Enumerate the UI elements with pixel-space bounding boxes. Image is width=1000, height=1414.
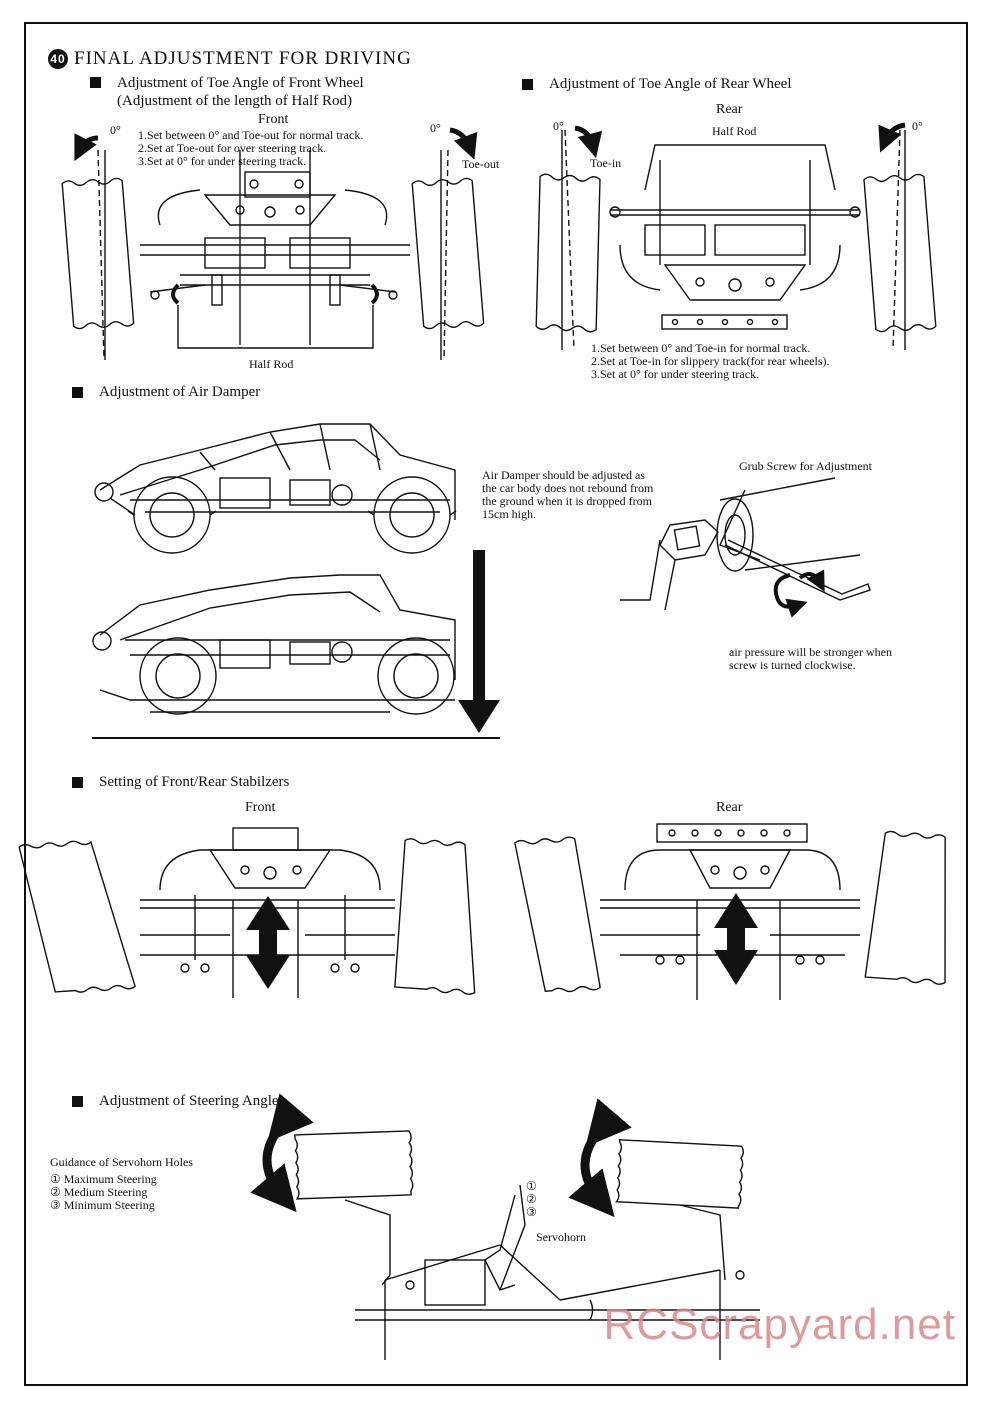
grub-screw-label: Grub Screw for Adjustment [739, 459, 872, 473]
servohorn-hole-3: ③ Minimum Steering [50, 1199, 193, 1212]
steering-heading-text: Adjustment of Steering Angle [99, 1093, 279, 1109]
toe-in-label: Toe-in [590, 156, 622, 170]
rear-toe-rear-label: Rear [716, 102, 743, 117]
rear-left-degree: 0° [553, 119, 564, 133]
servohorn-label: Servohorn [536, 1230, 586, 1244]
front-toe-subheading: (Adjustment of the length of Half Rod) [117, 93, 352, 109]
front-right-wheel [411, 177, 485, 330]
grub-screw-detail [620, 477, 871, 618]
stabilizer-rear-label: Rear [716, 800, 743, 815]
air-pressure-note: air pressure will be stronger when screw… [729, 646, 892, 672]
stabilizer-front-label: Front [245, 800, 276, 815]
front-toe-diagram [61, 127, 485, 361]
rear-toe-heading: Adjustment of Toe Angle of Rear Wheel [522, 76, 792, 93]
steering-diagram [250, 1093, 760, 1360]
air-damper-car-top [94, 423, 457, 554]
front-toe-front-label: Front [258, 112, 289, 127]
rear-toe-note-3: 3.Set at 0° for under steering track. [591, 367, 760, 381]
servohorn-guidance-title: Guidance of Servohorn Holes [50, 1155, 193, 1169]
air-pressure-line-2: screw is turned clockwise. [729, 658, 856, 672]
rear-left-wheel [535, 173, 601, 333]
section-bullet [72, 387, 83, 398]
servohorn-hole-1: ① Maximum Steering [50, 1173, 193, 1186]
hole-3-num: ③ [50, 1198, 61, 1212]
hole-mark-1: ① [526, 1179, 537, 1193]
air-damper-line-3: the ground when it is dropped from [482, 494, 652, 508]
step-number-badge: 40 [48, 49, 68, 69]
air-damper-description: Air Damper should be adjusted as the car… [482, 469, 653, 521]
air-damper-heading-text: Adjustment of Air Damper [99, 384, 261, 400]
rear-right-wheel [863, 173, 937, 333]
servohorn-guidance: Guidance of Servohorn Holes ① Maximum St… [50, 1156, 193, 1212]
air-damper-car-bottom [92, 574, 500, 739]
hole-3-label: Minimum Steering [63, 1198, 155, 1212]
air-damper-line-1: Air Damper should be adjusted as [482, 468, 645, 482]
rear-toe-notes: 1.Set between 0° and Toe-in for normal t… [591, 342, 830, 381]
stabilizer-front-arrow [246, 896, 290, 989]
front-right-degree: 0° [430, 121, 441, 135]
air-pressure-line-1: air pressure will be stronger when [729, 645, 892, 659]
hole-2-label: Medium Steering [63, 1185, 148, 1199]
hole-2-num: ② [50, 1185, 61, 1199]
steering-heading: Adjustment of Steering Angle [72, 1093, 279, 1110]
page-border [24, 22, 968, 1386]
rear-toe-diagram [535, 122, 937, 351]
front-left-wheel [61, 177, 135, 330]
rear-right-degree: 0° [912, 119, 923, 133]
hole-1-num: ① [50, 1172, 61, 1186]
rear-toe-note-1: 1.Set between 0° and Toe-in for normal t… [591, 341, 811, 355]
section-bullet [72, 1096, 83, 1107]
front-toe-heading-text: Adjustment of Toe Angle of Front Wheel [117, 75, 364, 91]
page-title: 40 FINAL ADJUSTMENT FOR DRIVING [48, 48, 412, 70]
servohorn-hole-marks: ① ② ③ [526, 1180, 537, 1219]
front-toe-heading: Adjustment of Toe Angle of Front Wheel (… [90, 74, 364, 110]
air-damper-line-4: 15cm high. [482, 507, 536, 521]
stabilizer-rear-arrow [714, 893, 758, 985]
air-damper-heading: Adjustment of Air Damper [72, 384, 260, 401]
hole-mark-3: ③ [526, 1205, 537, 1219]
section-bullet [90, 77, 101, 88]
drop-arrow [458, 550, 500, 733]
stabilizers-heading-text: Setting of Front/Rear Stabilzers [99, 774, 290, 790]
section-bullet [522, 79, 533, 90]
section-bullet [72, 777, 83, 788]
servohorn-hole-2: ② Medium Steering [50, 1186, 193, 1199]
stabilizer-front-diagram [18, 827, 476, 998]
stabilizers-heading: Setting of Front/Rear Stabilzers [72, 774, 289, 791]
rear-toe-heading-text: Adjustment of Toe Angle of Rear Wheel [549, 76, 792, 92]
front-toe-notes: 1.Set between 0° and Toe-out for normal … [138, 129, 363, 168]
hole-1-label: Maximum Steering [63, 1172, 157, 1186]
toe-out-label: Toe-out [462, 157, 500, 171]
front-left-degree: 0° [110, 123, 121, 137]
front-half-rod-label: Half Rod [249, 357, 294, 371]
watermark: RCScrapyard.net [603, 1300, 956, 1349]
page-title-text: FINAL ADJUSTMENT FOR DRIVING [74, 48, 412, 69]
rear-toe-note-2: 2.Set at Toe-in for slippery track(for r… [591, 354, 830, 368]
front-toe-note-2: 2.Set at Toe-out for over steering track… [138, 141, 327, 155]
air-damper-line-2: the car body does not rebound from [482, 481, 654, 495]
front-toe-note-3: 3.Set at 0° for under steering track. [138, 154, 307, 168]
rear-half-rod-label: Half Rod [712, 124, 757, 138]
front-toe-note-1: 1.Set between 0° and Toe-out for normal … [138, 128, 364, 142]
hole-mark-2: ② [526, 1192, 537, 1206]
